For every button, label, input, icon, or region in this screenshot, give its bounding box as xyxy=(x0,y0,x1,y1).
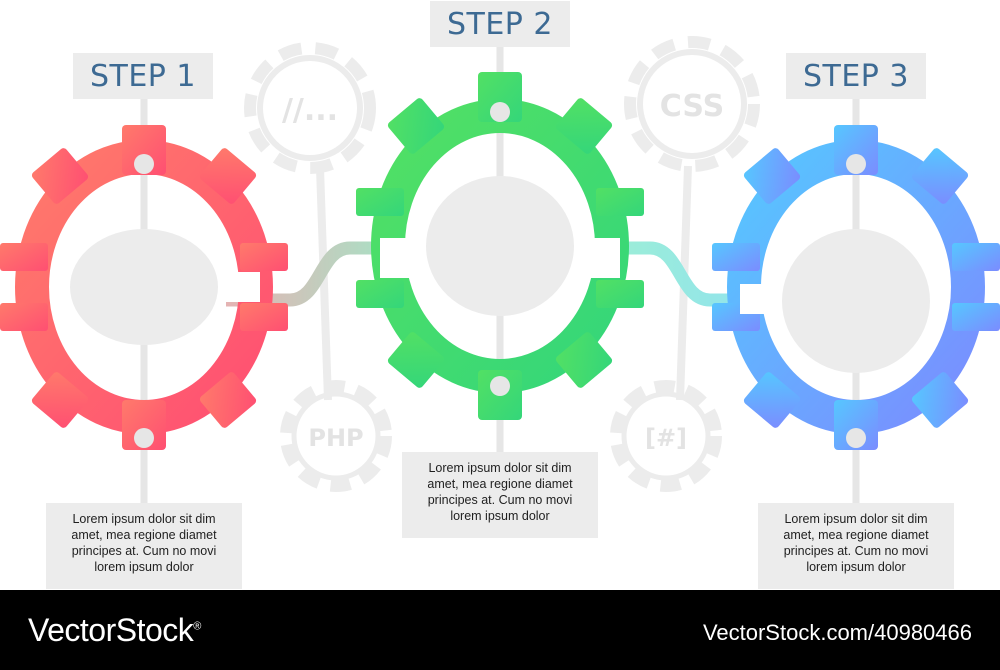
background-gear-hash-label: [#] xyxy=(645,424,687,452)
registered-mark: ® xyxy=(193,620,201,633)
gear-diagram: //... CSS PHP [#] xyxy=(0,36,1000,505)
connector-2-3 xyxy=(582,241,774,307)
watermark-bar: VectorStock® VectorStock.com/40980466 xyxy=(0,590,1000,670)
connector-1-2 xyxy=(226,241,418,307)
gear-step-3 xyxy=(712,125,1000,450)
background-gear-css-label: CSS xyxy=(660,89,724,124)
step-1-label: STEP 1 xyxy=(73,53,213,99)
background-gear-php-label: PHP xyxy=(308,424,363,452)
image-id: VectorStock.com/40980466 xyxy=(702,620,972,645)
gear-step-2 xyxy=(356,72,644,420)
step-1-description: Lorem ipsum dolor sit dim amet, mea regi… xyxy=(46,503,242,589)
background-gear-css: CSS xyxy=(624,36,760,401)
background-gear-code: //... xyxy=(244,42,376,401)
background-gear-code-label: //... xyxy=(282,93,338,128)
step-3-label: STEP 3 xyxy=(786,53,926,99)
step-2-description: Lorem ipsum dolor sit dim amet, mea regi… xyxy=(402,452,598,538)
gear-step-1 xyxy=(0,125,288,450)
background-gear-hash: [#] xyxy=(610,380,722,492)
brand-logo: VectorStock® xyxy=(28,612,201,649)
brand-name: VectorStock xyxy=(28,612,194,648)
background-gear-php: PHP xyxy=(280,380,392,492)
step-3-description: Lorem ipsum dolor sit dim amet, mea regi… xyxy=(758,503,954,589)
infographic: //... CSS PHP [#] xyxy=(0,0,1000,590)
step-2-label: STEP 2 xyxy=(430,1,570,47)
